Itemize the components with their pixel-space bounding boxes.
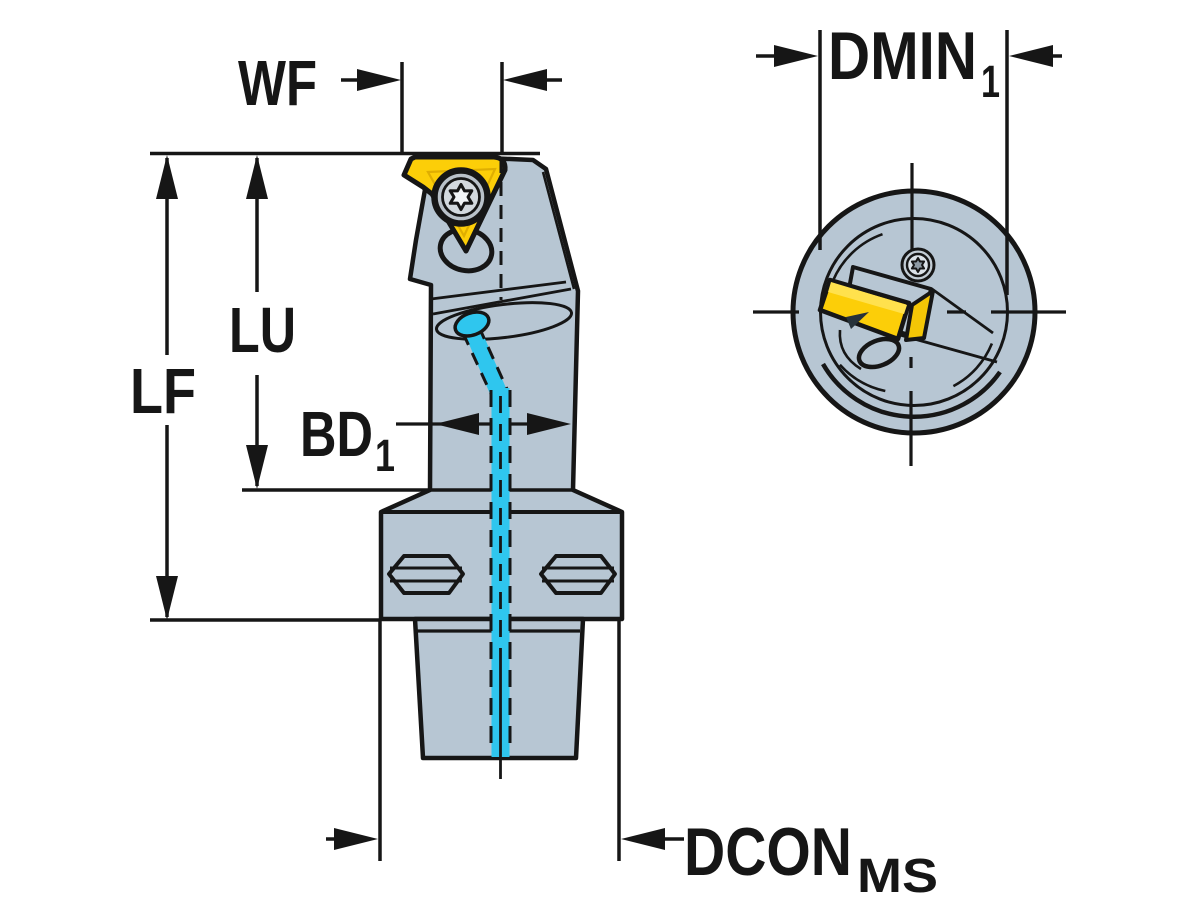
screw-slot-body xyxy=(539,554,617,595)
flange-contact-arc xyxy=(821,362,1002,419)
bd1-label: BD 1 xyxy=(300,398,395,481)
dcon-ms-label: DCON MS xyxy=(684,814,938,900)
relief-arc-upper-left xyxy=(831,232,883,282)
relief-arc-lower-right xyxy=(952,343,994,388)
arrowhead-left-icon xyxy=(621,828,665,850)
insert-bar-highlight xyxy=(828,282,907,314)
insert-screw xyxy=(431,167,491,227)
dcon-label-sub: MS xyxy=(857,850,938,900)
centerlines xyxy=(753,163,1066,466)
dmin1-label-main: DMIN xyxy=(828,18,977,94)
dmin1-label: DMIN 1 xyxy=(828,18,1000,107)
arrowhead-up-icon xyxy=(156,155,178,199)
coolant-bend xyxy=(464,327,506,394)
wf-label: WF xyxy=(238,47,317,119)
side-view xyxy=(242,153,625,779)
relief-arc-lower-left xyxy=(838,363,886,393)
torx-icon xyxy=(448,183,474,211)
dim-wf xyxy=(341,62,562,152)
screw-slot-body xyxy=(387,554,465,595)
coolant-bend-edge2 xyxy=(477,326,509,390)
thread-profile-notch xyxy=(846,312,869,329)
arrowhead-down-icon xyxy=(156,576,178,620)
clamp-screw-left xyxy=(387,554,465,595)
dcon-label-main: DCON xyxy=(684,814,852,890)
end-view xyxy=(753,30,1066,466)
pocket-edge-lower xyxy=(432,287,572,316)
dim-dmin1 xyxy=(756,30,1062,295)
arrowhead-right-icon xyxy=(774,45,818,67)
arrowhead-left-icon xyxy=(435,413,479,435)
arrowhead-right-icon xyxy=(334,828,378,850)
arrowhead-up-icon xyxy=(246,155,268,199)
face-oval-hole xyxy=(856,336,902,370)
bd1-label-sub: 1 xyxy=(375,430,395,481)
dim-lu xyxy=(246,155,268,489)
insert-tip-piece xyxy=(904,289,935,342)
lf-label: LF xyxy=(130,355,196,427)
arrowhead-down-icon xyxy=(246,445,268,489)
dim-dcon xyxy=(326,621,684,861)
coolant-exit-hole xyxy=(453,310,491,338)
cutting-insert-end-view xyxy=(817,277,935,342)
head-chamfer-line xyxy=(541,171,576,290)
arrowhead-right-icon xyxy=(527,413,571,435)
arrowhead-left-icon xyxy=(1009,45,1053,67)
dim-lf xyxy=(150,155,381,622)
dimensions-side-view xyxy=(150,62,684,861)
clamp-screw-right xyxy=(539,554,617,595)
bd1-label-main: BD xyxy=(300,398,373,470)
dimension-labels: WF LU LF BD 1 DMIN 1 DCON MS xyxy=(130,18,1000,900)
arrowhead-right-icon xyxy=(357,69,401,91)
pocket-arc-small xyxy=(838,329,862,371)
pocket-edge-upper xyxy=(430,280,567,301)
insert-screw-end-view xyxy=(900,247,936,283)
coolant-channel xyxy=(434,301,574,779)
torx-icon xyxy=(910,257,926,273)
dmin1-label-sub: 1 xyxy=(981,56,1000,107)
coolant-bend-edge1 xyxy=(461,332,493,395)
lu-label: LU xyxy=(229,294,296,366)
arrowhead-left-icon xyxy=(503,69,547,91)
